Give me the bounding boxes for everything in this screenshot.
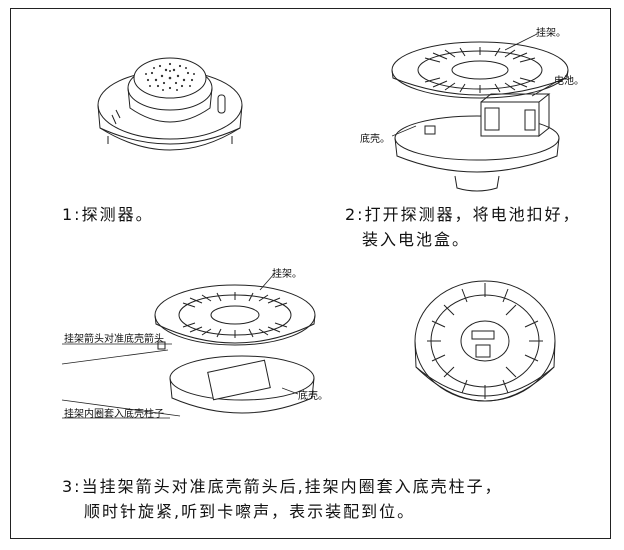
leader-bracket-top	[505, 32, 545, 52]
step-2-caption-line1: 2:打开探测器，将电池扣好，	[345, 205, 581, 224]
label-battery: 电池。	[554, 76, 584, 87]
label-base-shell-mid: 底壳。	[298, 391, 328, 402]
label-inner-ring: 挂架内圈套入底壳柱子	[64, 409, 164, 420]
leader-arrow-align	[60, 340, 180, 368]
detector-assembled-illustration	[90, 40, 250, 165]
leader-bracket-mid	[258, 272, 278, 292]
label-arrow-align: 挂架箭头对准底壳箭头	[64, 334, 164, 345]
step-3-caption-line2: 顺时针旋紧,听到卡嚓声，表示装配到位。	[84, 502, 416, 521]
leader-inner-ring	[60, 396, 190, 420]
step-2-caption-line2: 装入电池盒。	[362, 230, 471, 249]
instruction-frame	[10, 8, 611, 539]
label-base-shell: 底壳。	[360, 134, 390, 145]
label-bracket-top: 挂架。	[536, 28, 566, 39]
leader-base-shell	[392, 124, 422, 140]
detector-open-battery-illustration	[385, 28, 575, 193]
assembled-bottom-view-illustration	[410, 275, 560, 425]
label-bracket-mid: 挂架。	[272, 269, 302, 280]
step-1-caption: 1:探测器。	[62, 205, 154, 224]
bracket-alignment-illustration	[150, 270, 320, 430]
leader-base-shell-mid	[282, 386, 302, 398]
leader-battery	[530, 80, 560, 100]
step-3-caption-line1: 3:当挂架箭头对准底壳箭头后,挂架内圈套入底壳柱子，	[62, 477, 503, 496]
